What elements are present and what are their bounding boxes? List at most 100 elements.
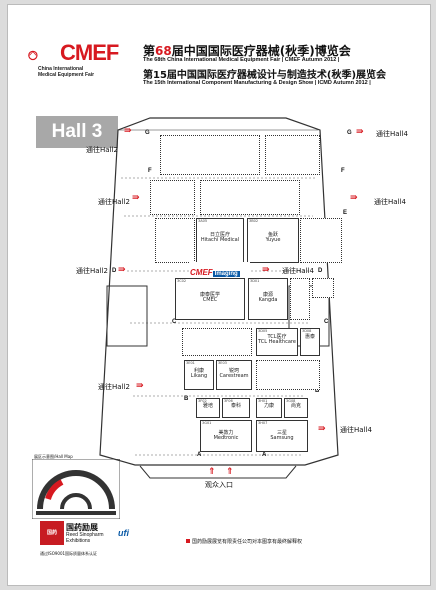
- booth-number: 3E03: [218, 361, 227, 365]
- booth-yuyue[interactable]: 3B02 鱼跃 Yuyue: [247, 218, 299, 263]
- gate-c-left: C: [172, 319, 177, 325]
- gate-f-left: F: [148, 168, 152, 174]
- mini-hall-map: [32, 459, 120, 519]
- booth-name: 三星: [276, 430, 287, 436]
- gate-b-left: B: [184, 396, 189, 402]
- booth-kangda[interactable]: 3D01 康源 Kangda: [248, 278, 288, 320]
- booth-number: 3E01: [186, 361, 195, 365]
- gate-b-right: B: [315, 388, 320, 394]
- title-rest: 届中国国际医疗器械(秋季)博览会: [171, 44, 351, 58]
- booth-name: 鱼跃: [267, 232, 278, 238]
- booth-name-en: Likang: [190, 373, 208, 379]
- booth-name-en: Yuyue: [265, 237, 281, 243]
- booth-likang[interactable]: 3E01 利康 Likang: [184, 360, 214, 390]
- sinopharm-name: 国药励展: [66, 523, 98, 532]
- booth-name: 泰科: [230, 403, 241, 409]
- booth-name: 康源: [262, 292, 273, 298]
- booth-block[interactable]: [150, 180, 195, 215]
- booth-cmec[interactable]: 3C02 康泰医学 CMEC: [175, 278, 245, 320]
- booth-name-en: Hitachi Medical: [200, 237, 240, 243]
- booth-block[interactable]: [265, 135, 320, 175]
- copyright-text: 国药励展展览有限责任公司对本图享有最终解释权: [192, 539, 303, 545]
- booth-name-en: Carestream: [219, 373, 249, 379]
- booth-carestream-2[interactable]: 3H01 力康: [256, 398, 282, 418]
- booth-name-en: CMEC: [202, 297, 218, 303]
- booth-number: 3D08: [302, 329, 312, 333]
- booth-name-en: Medtronic: [213, 435, 239, 441]
- arrow-up-icon: ⇑: [226, 467, 233, 477]
- to-hall4-label: 通往Hall4: [282, 267, 314, 275]
- sinopharm-name-en: Reed Sinopharm Exhibitions: [66, 532, 126, 544]
- arrow-right-icon: ⇛: [356, 127, 363, 137]
- to-hall2-label: 通往Hall2: [98, 383, 130, 391]
- booth-name: 康泰医学: [199, 292, 220, 298]
- logo-text: CMEF: [60, 40, 119, 65]
- copyright-note: 国药励展展览有限责任公司对本图享有最终解释权: [186, 538, 302, 545]
- gate-g-left: G: [145, 130, 150, 136]
- arrow-right-icon: ⇛: [136, 381, 143, 391]
- sinopharm-logo: 国药: [40, 521, 64, 545]
- booth-name: 日立医疗: [209, 232, 230, 238]
- booth-block[interactable]: [182, 328, 252, 356]
- booth-samsung[interactable]: 3H07 三星 Samsung: [256, 420, 308, 452]
- to-hall4-label: 通往Hall4: [376, 130, 408, 138]
- booth-number: 3C02: [177, 279, 187, 283]
- gate-d-left: D: [112, 268, 117, 274]
- logo-sub-line2: Medical Equipment Fair: [38, 72, 95, 78]
- to-hall2-label: 通往Hall2: [76, 267, 108, 275]
- ufi-logo: ufi: [118, 528, 129, 538]
- sinopharm-en-line1: Reed Sinopharm: [66, 532, 104, 538]
- page-title-cn: 第68届中国国际医疗器械(秋季)博览会: [143, 42, 351, 59]
- booth-medtronic[interactable]: 3G01 美敦力 Medtronic: [200, 420, 252, 452]
- gate-a-left: A: [197, 452, 202, 458]
- booth-name-en: Samsung: [270, 435, 294, 441]
- sinopharm-en-line2: Exhibitions: [66, 538, 91, 544]
- booth-hitachi[interactable]: 3A05 日立医疗 Hitachi Medical: [196, 218, 244, 263]
- booth-block[interactable]: [300, 218, 342, 263]
- booth-tyco[interactable]: 3F06 泰科: [222, 398, 250, 418]
- booth-number: 3H01: [258, 399, 268, 403]
- center-logo-a: CMEF: [190, 268, 213, 277]
- booth-name-en: TCL Healthcare: [258, 339, 296, 345]
- arrow-right-icon: ⇛: [262, 265, 269, 275]
- booth-name: 雅培: [202, 403, 213, 409]
- arrow-right-icon: ⇛: [132, 193, 139, 203]
- booth-block[interactable]: [256, 360, 320, 390]
- title-prefix: 第: [143, 44, 156, 58]
- center-logo-b: Imaging: [212, 271, 240, 277]
- to-hall2-label: 通往Hall2: [98, 198, 130, 206]
- booth-number: 3A05: [198, 219, 208, 223]
- booth-number: 3G01: [202, 421, 212, 425]
- booth-block[interactable]: [160, 135, 260, 175]
- booth-name: 惠泰: [304, 334, 315, 340]
- booth-block[interactable]: [155, 218, 195, 263]
- gate-c-right: C: [324, 319, 329, 325]
- booth-number: 3H07: [258, 421, 268, 425]
- hall-badge: Hall 3: [36, 116, 118, 148]
- arrow-right-icon: ⇛: [124, 126, 131, 136]
- booth-number: 3D05: [258, 329, 268, 333]
- to-hall4-label: 通往Hall4: [374, 198, 406, 206]
- booth-number: 3D01: [250, 279, 260, 283]
- gate-f-right: F: [341, 168, 345, 174]
- booth-huitai[interactable]: 3D08 惠泰: [300, 328, 320, 356]
- bullet-icon: [186, 539, 190, 543]
- page-title-en: The 68th China International Medical Equ…: [143, 57, 340, 63]
- booth-block[interactable]: [200, 180, 300, 215]
- logo-sub-line1: China International: [38, 66, 84, 72]
- booth-name: 尚克: [290, 403, 301, 409]
- booth-number: 3G08: [286, 399, 296, 403]
- booth-block[interactable]: [290, 278, 310, 320]
- gate-e-right: E: [343, 210, 348, 216]
- booth-block[interactable]: [312, 278, 334, 298]
- page-subtitle-cn: 第15届中国国际医疗器械设计与制造技术(秋季)展览会: [143, 70, 387, 81]
- booth-carestream[interactable]: 3E03 锐珂 Carestream: [216, 360, 252, 390]
- booth-abbott[interactable]: 3F02 雅培: [196, 398, 220, 418]
- booth-number: 3F06: [224, 399, 233, 403]
- to-hall2-label: 通往Hall2: [86, 146, 118, 154]
- entrance-label: 观众入口: [205, 481, 233, 489]
- booth-tcl[interactable]: 3D05 TCL医疗 TCL Healthcare: [256, 328, 298, 356]
- booth-philips[interactable]: 3G08 尚克: [284, 398, 308, 418]
